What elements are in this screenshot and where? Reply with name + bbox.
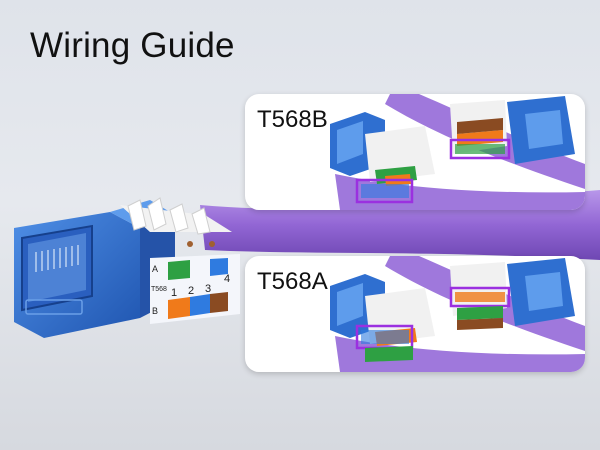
jack-center-label: T568 <box>151 286 167 293</box>
jack-row-a-label: A <box>152 264 158 274</box>
t568a-diagram <box>330 256 585 372</box>
t568b-card: T568B <box>245 94 585 210</box>
t568a-left-jack <box>330 274 435 362</box>
t568b-label: T568B <box>257 106 328 133</box>
jack-row-b-label: B <box>152 306 158 316</box>
t568a-right-jack <box>449 258 575 330</box>
jack-pin-4: 4 <box>224 273 230 285</box>
jack-pin-2: 2 <box>188 285 194 297</box>
t568a-card: T568A <box>245 256 585 372</box>
t568b-right-jack <box>449 96 575 164</box>
page-title: Wiring Guide <box>30 26 235 65</box>
t568b-left-jack <box>330 112 435 204</box>
jack-pin-1: 1 <box>171 287 177 299</box>
t568b-diagram <box>330 94 585 210</box>
t568a-label: T568A <box>257 268 328 295</box>
keystone-jack <box>14 197 240 338</box>
jack-pin-3: 3 <box>205 283 211 295</box>
